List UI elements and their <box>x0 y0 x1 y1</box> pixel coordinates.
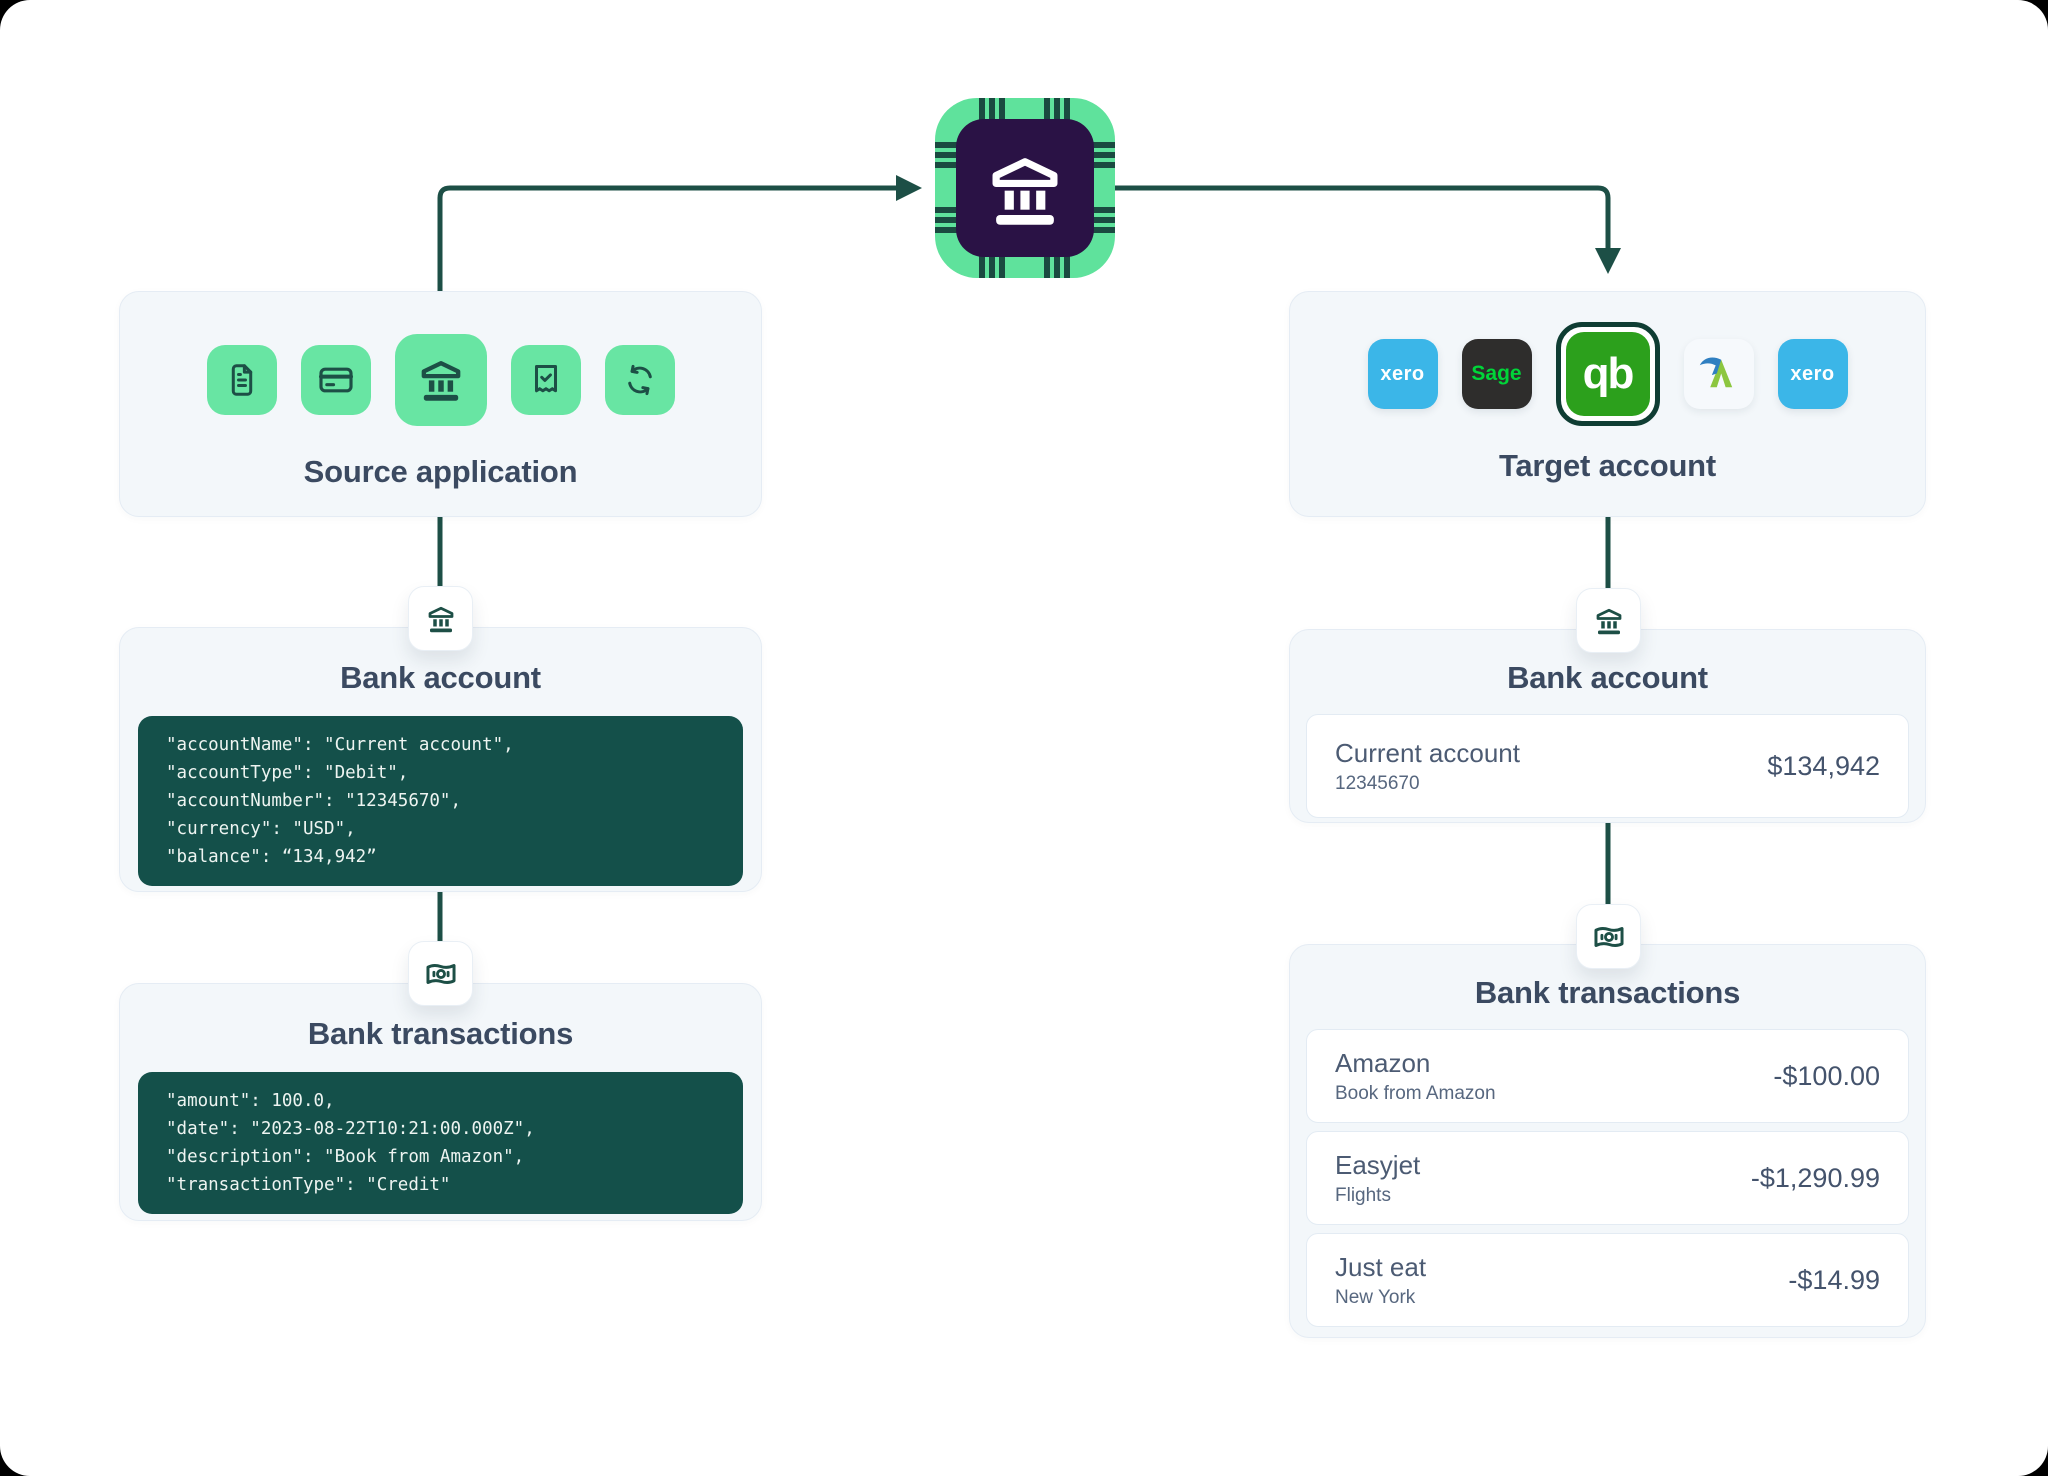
source-bank-transactions-card: Bank transactions "amount": 100.0, "date… <box>119 983 762 1221</box>
quickbooks-logo: qb <box>1566 332 1650 416</box>
sage-logo: Sage <box>1462 339 1532 409</box>
code-line: "accountNumber": "12345670", <box>166 787 715 815</box>
account-number: 12345670 <box>1335 773 1520 795</box>
quickbooks-label: qb <box>1583 349 1633 399</box>
transaction-row: Easyjet Flights -$1,290.99 <box>1306 1131 1909 1225</box>
freeagent-logo <box>1684 339 1754 409</box>
source-application-card: Source application <box>119 291 762 517</box>
bank-chip-icon <box>935 98 1115 283</box>
target-bank-transactions-card: Bank transactions Amazon Book from Amazo… <box>1289 944 1926 1338</box>
code-line: "balance": “134,942” <box>166 843 715 871</box>
code-line: "date": "2023-08-22T10:21:00.000Z", <box>166 1115 715 1143</box>
current-account-row: Current account 12345670 $134,942 <box>1306 714 1909 818</box>
target-account-card: xero Sage qb xero Target account <box>1289 291 1926 517</box>
transaction-detail: New York <box>1335 1287 1426 1309</box>
account-balance: $134,942 <box>1767 751 1880 782</box>
right-transactions-title: Bank transactions <box>1290 975 1925 1011</box>
quickbooks-logo-selected: qb <box>1556 322 1660 426</box>
xero-label-2: xero <box>1790 363 1834 386</box>
transaction-name: Easyjet <box>1335 1150 1420 1181</box>
source-icon-row <box>120 328 761 432</box>
transaction-name: Amazon <box>1335 1048 1496 1079</box>
code-line: "description": "Book from Amazon", <box>166 1143 715 1171</box>
document-icon <box>207 345 277 415</box>
banknote-badge-icon-right <box>1576 904 1641 969</box>
sage-label: Sage <box>1471 362 1521 386</box>
target-card-title: Target account <box>1290 448 1925 484</box>
xero-logo-2: xero <box>1778 339 1848 409</box>
bank-badge-icon <box>408 586 473 651</box>
transaction-amount: -$1,290.99 <box>1751 1163 1880 1194</box>
banknote-badge-icon <box>408 941 473 1006</box>
credit-card-icon <box>301 345 371 415</box>
code-line: "accountType": "Debit", <box>166 759 715 787</box>
source-bank-account-card: Bank account "accountName": "Current acc… <box>119 627 762 892</box>
target-bank-account-card: Bank account Current account 12345670 $1… <box>1289 629 1926 823</box>
account-name: Current account <box>1335 738 1520 769</box>
bank-badge-icon-right <box>1576 588 1641 653</box>
right-bank-account-title: Bank account <box>1290 660 1925 696</box>
xero-label: xero <box>1380 363 1424 386</box>
source-card-title: Source application <box>120 454 761 490</box>
bank-transactions-json: "amount": 100.0, "date": "2023-08-22T10:… <box>138 1072 743 1214</box>
bank-account-json: "accountName": "Current account", "accou… <box>138 716 743 886</box>
code-line: "accountName": "Current account", <box>166 731 715 759</box>
code-line: "currency": "USD", <box>166 815 715 843</box>
transaction-row: Just eat New York -$14.99 <box>1306 1233 1909 1327</box>
xero-logo: xero <box>1368 339 1438 409</box>
transaction-amount: -$14.99 <box>1788 1265 1880 1296</box>
receipt-check-icon <box>511 345 581 415</box>
bank-icon <box>395 334 487 426</box>
target-icon-row: xero Sage qb xero <box>1290 322 1925 426</box>
transaction-row: Amazon Book from Amazon -$100.00 <box>1306 1029 1909 1123</box>
transaction-amount: -$100.00 <box>1773 1061 1880 1092</box>
code-line: "amount": 100.0, <box>166 1087 715 1115</box>
left-transactions-title: Bank transactions <box>120 1016 761 1052</box>
sync-icon <box>605 345 675 415</box>
transaction-name: Just eat <box>1335 1252 1426 1283</box>
left-bank-account-title: Bank account <box>120 660 761 696</box>
transaction-detail: Book from Amazon <box>1335 1083 1496 1105</box>
code-line: "transactionType": "Credit" <box>166 1171 715 1199</box>
transaction-detail: Flights <box>1335 1185 1420 1207</box>
